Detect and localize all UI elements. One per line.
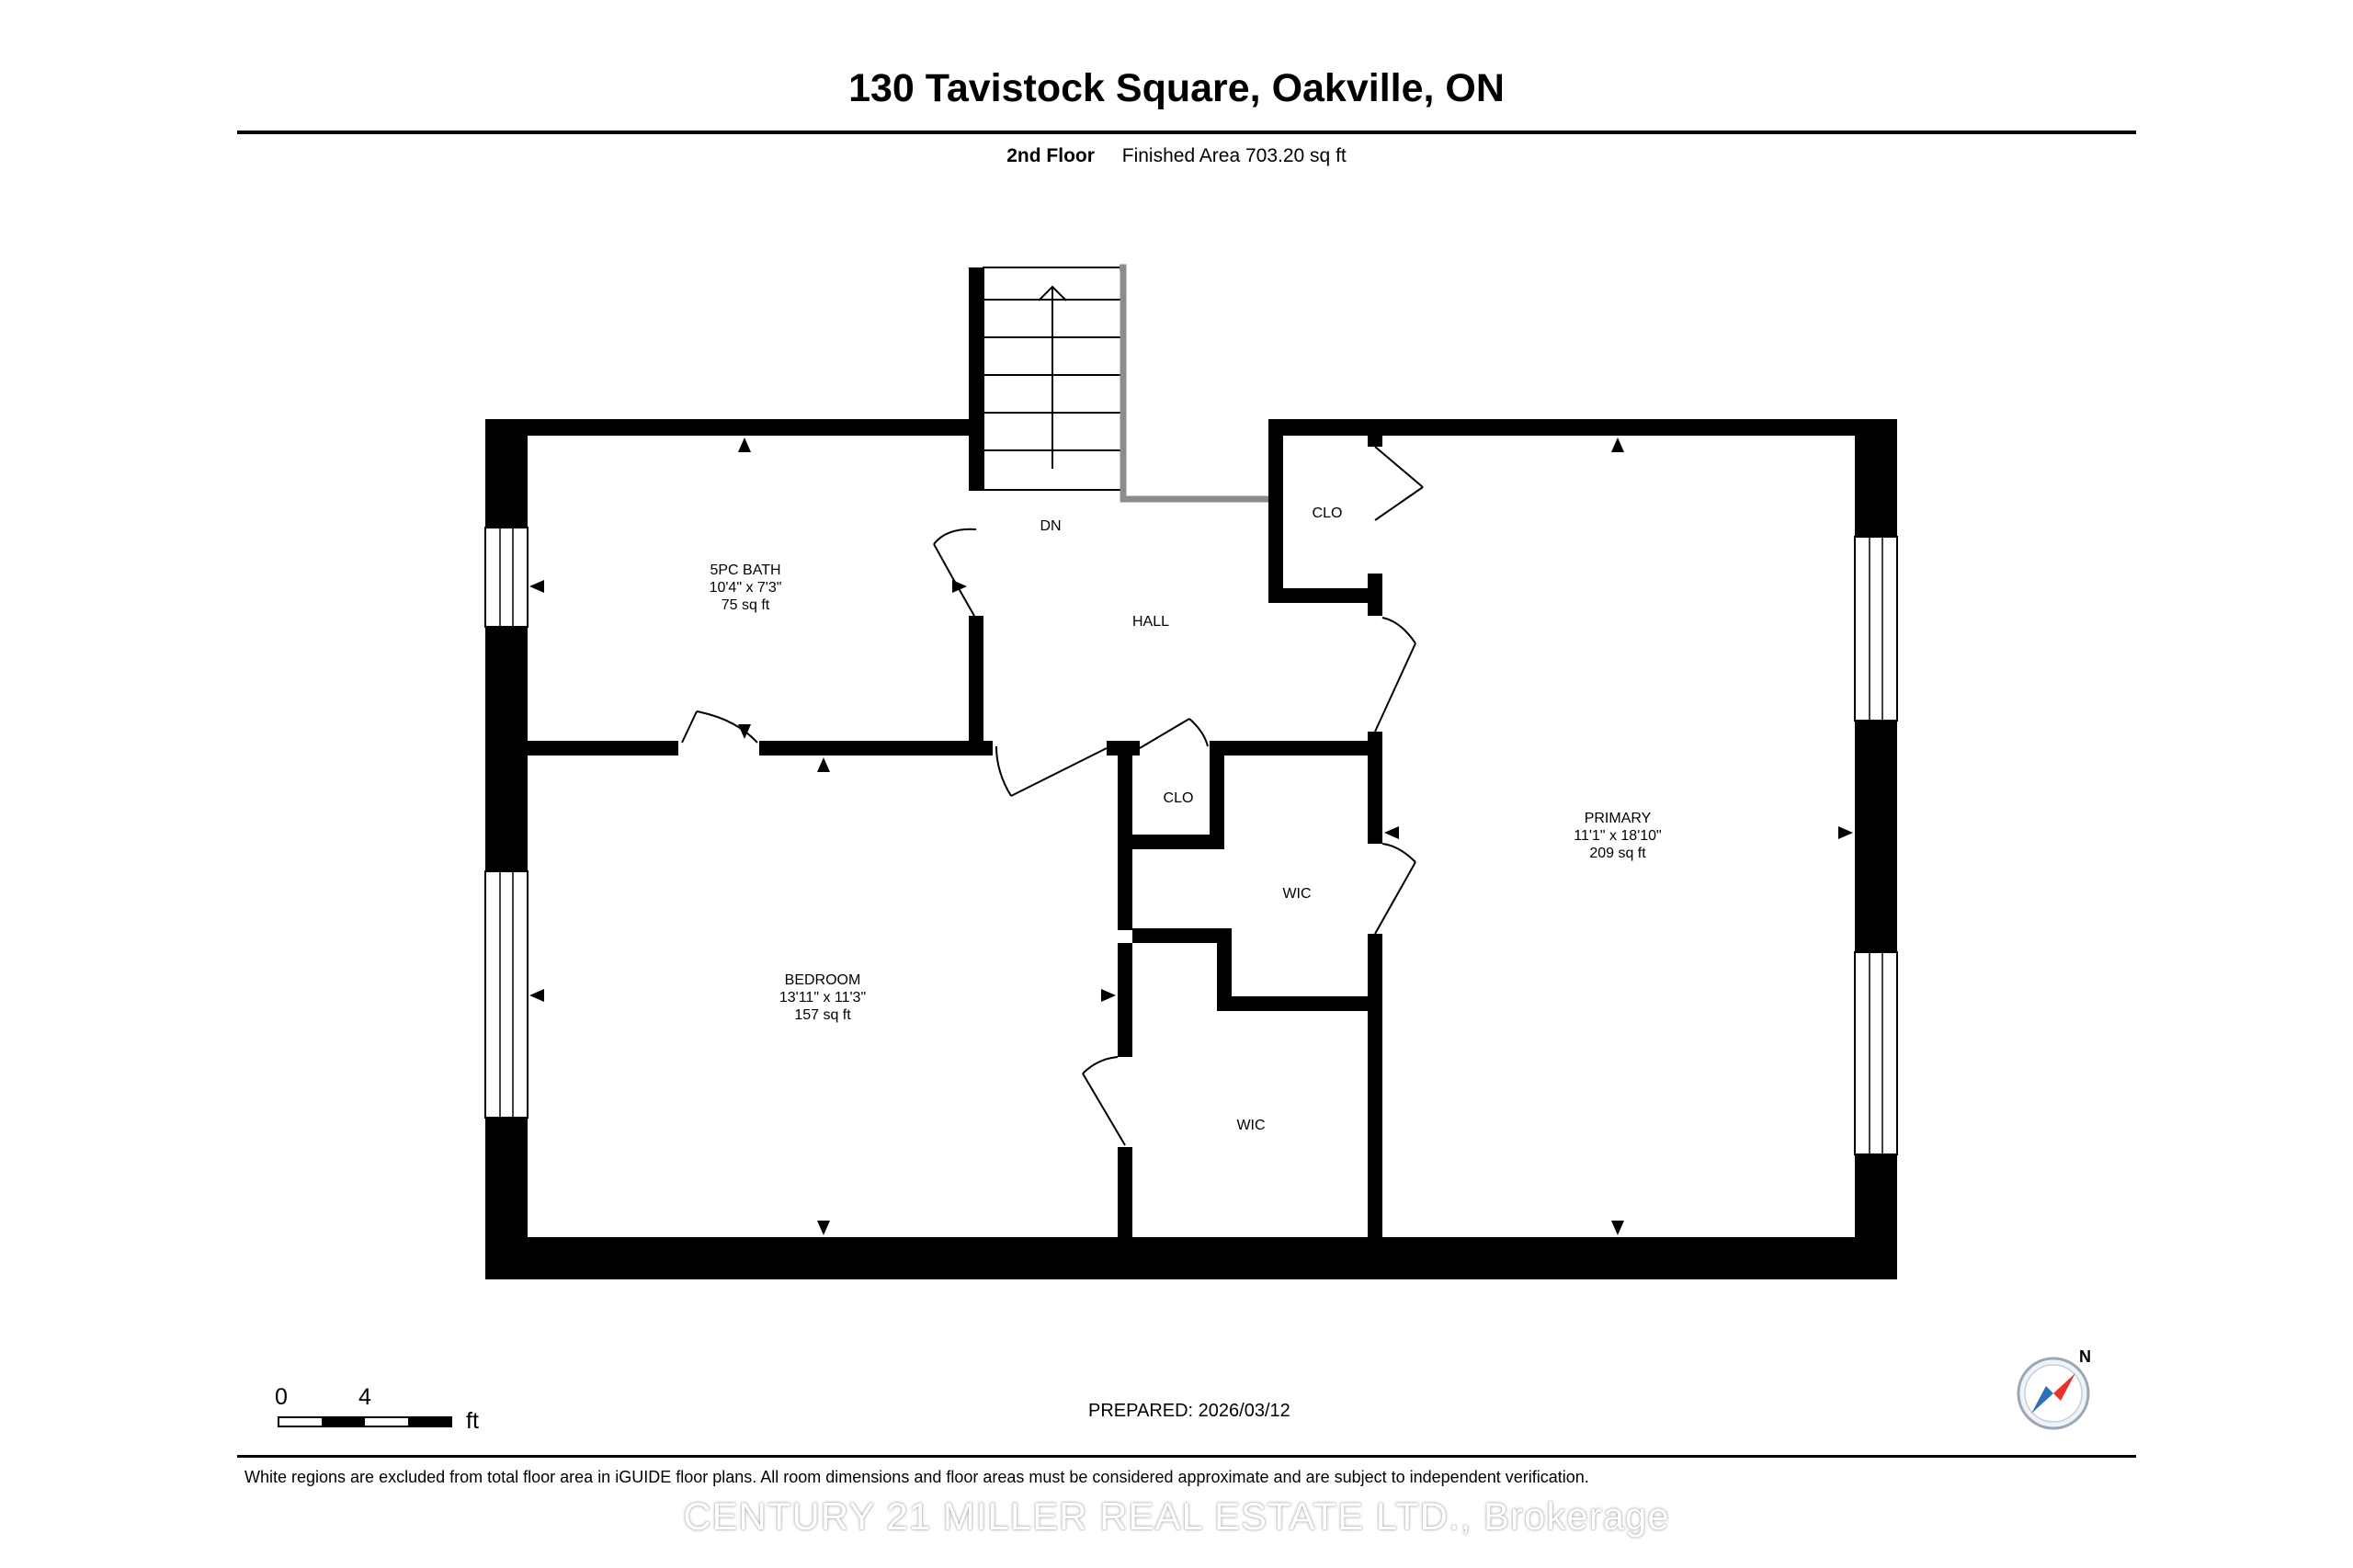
room-clo-mid-label: CLO (1164, 790, 1194, 806)
room-bath: 5PC BATH 10'4" x 7'3" 75 sq ft (710, 562, 782, 613)
scale-label-2: 4 (358, 1384, 371, 1410)
finished-area: Finished Area 703.20 sq ft (1121, 145, 1347, 166)
room-area: 209 sq ft (1589, 846, 1646, 861)
room-wic-lower-label: WIC (1236, 1118, 1265, 1133)
prepared-date: PREPARED: 2026/03/12 (1088, 1401, 1290, 1421)
room-area: 75 sq ft (722, 597, 770, 613)
room-name: PRIMARY (1585, 811, 1652, 826)
room-name: 5PC BATH (710, 562, 780, 578)
room-bedroom: BEDROOM 13'11" x 11'3" 157 sq ft (779, 972, 866, 1023)
dimension-arrows (529, 437, 1853, 1235)
windows (484, 527, 1898, 1155)
floor-name: 2nd Floor (1006, 145, 1095, 166)
room-dimensions: 10'4" x 7'3" (710, 580, 782, 596)
doors (681, 446, 1424, 1146)
door-wic-upper (1374, 843, 1416, 935)
footer-divider (237, 1455, 2136, 1458)
door-bedroom-hall (995, 745, 1108, 797)
door-clo-mid (1139, 718, 1209, 749)
floor-subtitle: 2nd Floor Finished Area 703.20 sq ft (0, 145, 2353, 167)
brokerage-watermark: CENTURY 21 MILLER REAL ESTATE LTD., Brok… (683, 1494, 1670, 1538)
door-clo-top (1374, 446, 1424, 521)
room-clo-top-label: CLO (1313, 506, 1343, 521)
window-bath-west (484, 527, 529, 628)
room-name: BEDROOM (785, 972, 861, 988)
door-wic-lower (1082, 1056, 1126, 1146)
compass-icon (2017, 1357, 2090, 1430)
disclaimer-text: White regions are excluded from total fl… (244, 1468, 1589, 1486)
window-bedroom-west (484, 870, 529, 1119)
room-dimensions: 11'1" x 18'10" (1574, 828, 1661, 844)
room-wic-upper-label: WIC (1282, 886, 1311, 902)
interior-walls (528, 419, 1382, 1237)
scale-label-0: 0 (275, 1384, 288, 1410)
page-title: 130 Tavistock Square, Oakville, ON (848, 66, 1505, 110)
stairs-down-label: DN (1040, 518, 1061, 534)
door-primary (1374, 617, 1416, 733)
title-divider (237, 131, 2136, 134)
window-primary-east-lower (1854, 951, 1898, 1155)
scale-bar (278, 1416, 452, 1427)
staircase (983, 264, 1268, 503)
room-dimensions: 13'11" x 11'3" (779, 990, 866, 1006)
room-area: 157 sq ft (794, 1007, 851, 1023)
door-bath (681, 710, 758, 744)
door-bath-hall (933, 528, 977, 617)
compass-north-label: N (2079, 1347, 2091, 1366)
exterior-walls (485, 267, 1897, 1279)
room-hall-label: HALL (1132, 614, 1169, 630)
window-primary-east-upper (1854, 536, 1898, 722)
room-primary: PRIMARY 11'1" x 18'10" 209 sq ft (1574, 811, 1661, 861)
scale-unit: ft (466, 1408, 479, 1434)
